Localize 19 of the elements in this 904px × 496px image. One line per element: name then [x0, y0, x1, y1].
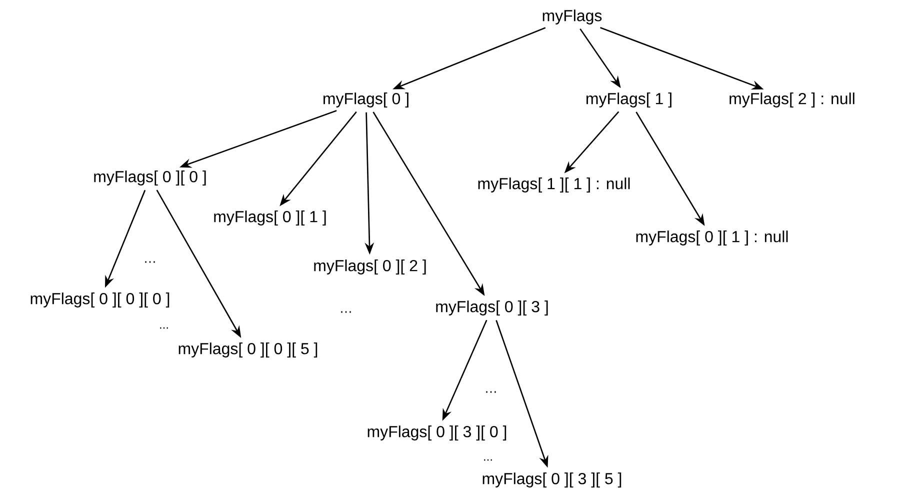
node-label: myFlags[ 0 ][ 2 ] — [314, 260, 426, 274]
ellipsis: ... — [160, 327, 168, 329]
ellipsis: … — [145, 261, 155, 263]
ellipsis: … — [486, 391, 496, 393]
node-label: myFlags[ 2 ] : null — [730, 92, 854, 108]
node-label: myFlags[ 0 ][ 3 ] — [436, 300, 548, 316]
node-label: myFlags[ 1 ] — [586, 92, 672, 108]
node-label: myFlags[ 0 ][ 3 ][ 5 ] — [482, 472, 622, 488]
node-label: myFlags[ 1 ][ 1 ] : null — [478, 178, 630, 192]
node-label: myFlags[ 0 ][ 1 ] — [214, 210, 326, 226]
node-label: myFlags — [542, 10, 602, 24]
node-label: myFlags[ 0 ][ 0 ][ 5 ] — [178, 342, 318, 358]
ellipsis: ... — [484, 459, 492, 461]
node-label: myFlags[ 0 ][ 0 ][ 0 ] — [30, 292, 170, 308]
node-label: myFlags[ 0 ][ 0 ] — [94, 170, 206, 186]
node-label: myFlags[ 0 ] — [324, 92, 408, 108]
node-label: myFlags[ 0 ][ 1 ] : null — [636, 230, 788, 246]
ellipsis: … — [341, 311, 351, 313]
node-label: myFlags[ 0 ][ 3 ][ 0 ] — [368, 426, 506, 440]
